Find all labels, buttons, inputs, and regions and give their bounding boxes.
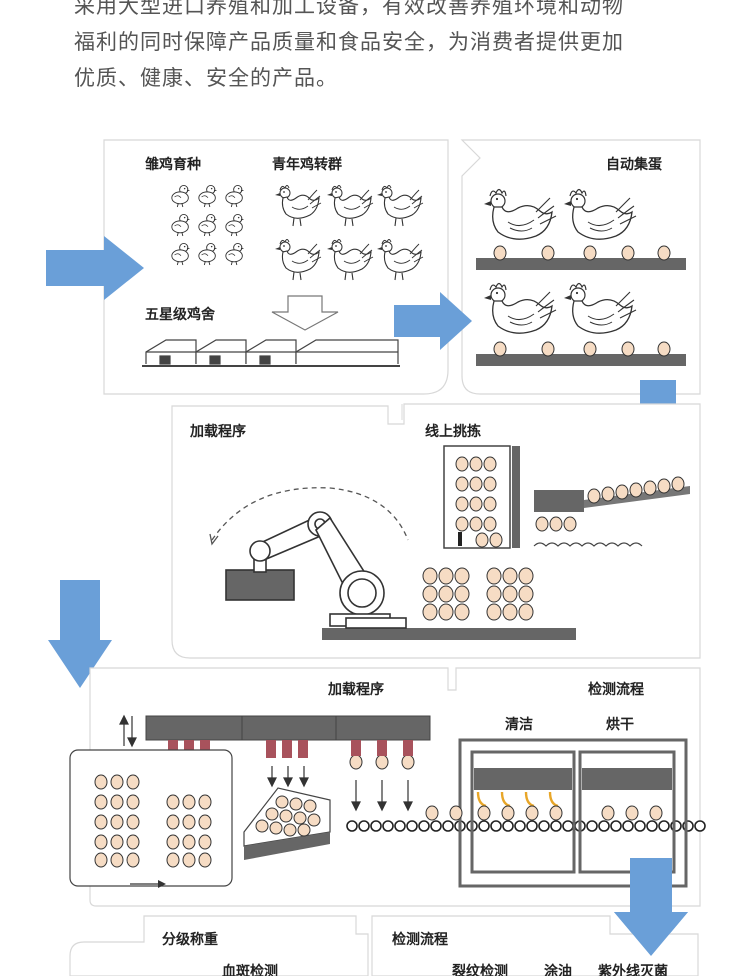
label-drying: 烘干 <box>606 716 634 733</box>
robot-arm <box>225 511 576 640</box>
label-five-star-house: 五星级鸡舍 <box>145 306 216 323</box>
panel-grading: 分级称重 血斑检测 <box>69 915 369 976</box>
eggs-on-belt-upper <box>493 245 671 261</box>
panel-breeding: 雏鸡育种 青年鸡转群 五星级鸡舍 <box>103 139 449 395</box>
label-cleaning: 清洁 <box>505 716 533 733</box>
label-grading-weighing: 分级称重 <box>162 931 218 948</box>
label-uv-sterilize: 紫外线灭菌 <box>598 963 668 976</box>
conveyor-belt-upper <box>476 258 686 270</box>
panel-auto-egg-collect: 自动集蛋 <box>460 139 701 395</box>
egg-stacker-rack <box>443 445 520 549</box>
intro-paragraph: 采用大型进口养殖和加工设备，有效改善养殖环境和动物 福利的同时保障产品质量和食品… <box>74 0 714 96</box>
eggs-on-belt-lower <box>493 341 671 357</box>
label-chick-breeding: 雏鸡育种 <box>145 156 201 173</box>
egg-crate <box>243 787 331 860</box>
label-inspection-flow-1: 检测流程 <box>588 681 644 698</box>
arrow-down-icon <box>614 858 688 956</box>
label-loading-program-2: 加载程序 <box>327 681 384 698</box>
intro-line: 福利的同时保障产品质量和食品安全，为消费者提供更加 <box>74 30 624 54</box>
panel-loading-robot: 加载程序 <box>171 403 701 659</box>
rotation-arc <box>211 487 409 541</box>
label-online-sorting: 线上挑拣 <box>425 423 481 440</box>
label-inspection-flow-2: 检测流程 <box>392 931 448 948</box>
roller-conveyor <box>346 820 706 832</box>
intro-line: 优质、健康、安全的产品。 <box>74 66 338 90</box>
intro-line: 采用大型进口养殖和加工设备，有效改善养殖环境和动物 <box>74 0 624 18</box>
sorting-machine <box>533 476 690 547</box>
panel-loading-inspection: 加载程序 检测流程 <box>69 667 706 907</box>
panel-inspection-2: 检测流程 裂纹检测 涂油 紫外线灭菌 <box>371 915 699 976</box>
egg-tray-inset <box>69 749 233 888</box>
label-blood-spot-check: 血斑检测 <box>222 963 278 976</box>
arrow-right-icon <box>46 236 144 300</box>
vertical-double-arrow-icon <box>119 714 137 748</box>
down-arrow-outline <box>271 295 339 331</box>
arrow-right-icon <box>394 292 472 350</box>
suction-gantry <box>145 715 431 741</box>
conveyor-belt-lower <box>476 354 686 366</box>
egg-tray-pallet <box>422 567 534 621</box>
chick-group <box>171 184 245 266</box>
label-crack-check: 裂纹检测 <box>451 963 508 976</box>
suction-cups <box>168 740 308 758</box>
label-loading-program-1: 加载程序 <box>189 423 246 440</box>
washing-drying-machine <box>425 738 688 888</box>
label-oiling: 涂油 <box>544 963 572 976</box>
label-auto-egg-collect: 自动集蛋 <box>606 156 662 173</box>
arrow-down-icon <box>48 580 112 688</box>
label-young-hen-transfer: 青年鸡转群 <box>272 156 342 173</box>
hen-house-building <box>142 339 400 367</box>
